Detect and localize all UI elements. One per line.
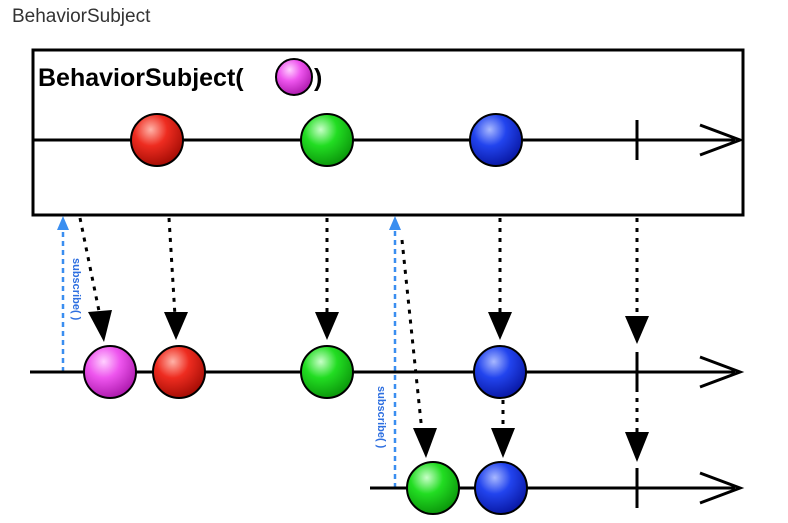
subscribe-label-1: subscribe( ) bbox=[70, 258, 82, 321]
subject-title-suffix: ) bbox=[314, 64, 322, 92]
subscriber2-marble-blue bbox=[474, 461, 528, 515]
emission-arrowhead-blue-sub1 bbox=[488, 312, 512, 340]
initial-value-marble bbox=[275, 58, 313, 96]
subscriber2-marble-green bbox=[406, 461, 460, 515]
emission-arrow-green-to-sub2 bbox=[400, 239, 424, 433]
source-marble-blue bbox=[469, 113, 523, 167]
emission-arrowhead-complete-sub1 bbox=[625, 316, 649, 344]
emission-arrow-red-to-sub1 bbox=[167, 217, 177, 317]
emission-arrowhead-complete-sub2 bbox=[625, 432, 649, 462]
subscriber1-marble-green bbox=[300, 345, 354, 399]
subscribe-arrow-2-head bbox=[389, 216, 401, 230]
page-heading: BehaviorSubject bbox=[12, 6, 151, 27]
source-marble-red bbox=[130, 113, 184, 167]
source-timeline-arrowhead bbox=[699, 123, 745, 157]
subscribe-arrow-1-head bbox=[57, 216, 69, 230]
subject-title-prefix: BehaviorSubject( bbox=[38, 64, 244, 92]
source-marble-green bbox=[300, 113, 354, 167]
subscriber1-marble-blue bbox=[473, 345, 527, 399]
emission-arrowhead-blue-sub2 bbox=[491, 428, 515, 458]
emission-arrowhead-initial-sub1 bbox=[88, 310, 112, 342]
subscriber2-timeline-arrowhead bbox=[699, 471, 745, 505]
subscribe-label-2: subscribe( ) bbox=[375, 386, 387, 449]
subscriber1-marble-red bbox=[152, 345, 206, 399]
emission-arrowhead-red-sub1 bbox=[164, 312, 188, 340]
subscriber1-timeline-arrowhead bbox=[699, 355, 745, 389]
subscriber1-marble-magenta bbox=[83, 345, 137, 399]
emission-arrow-initial-to-sub1 bbox=[78, 217, 102, 317]
emission-arrowhead-green-sub2 bbox=[413, 428, 437, 458]
emission-arrowhead-green-sub1 bbox=[315, 312, 339, 340]
